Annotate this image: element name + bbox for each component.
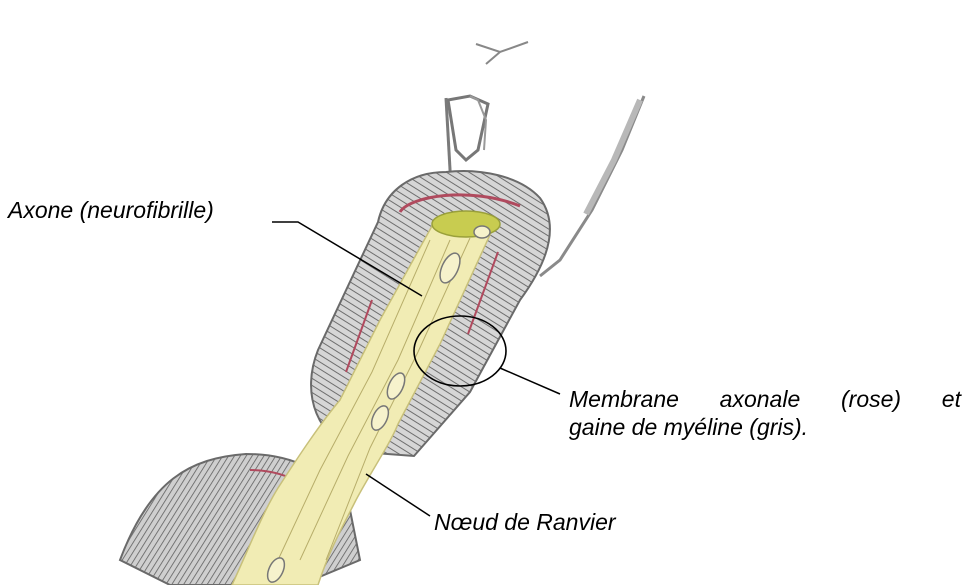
label-membrane-line2: gaine de myéline (gris).: [569, 413, 961, 441]
leader-line-membrane: [500, 368, 560, 394]
label-node-of-ranvier: Nœud de Ranvier: [434, 508, 616, 536]
leader-line-node: [366, 474, 430, 516]
label-axon: Axone (neurofibrille): [8, 196, 214, 224]
label-membrane-myelin: Membrane axonale (rose) et gaine de myél…: [569, 385, 961, 441]
label-membrane-line1: Membrane axonale (rose) et: [569, 385, 961, 413]
